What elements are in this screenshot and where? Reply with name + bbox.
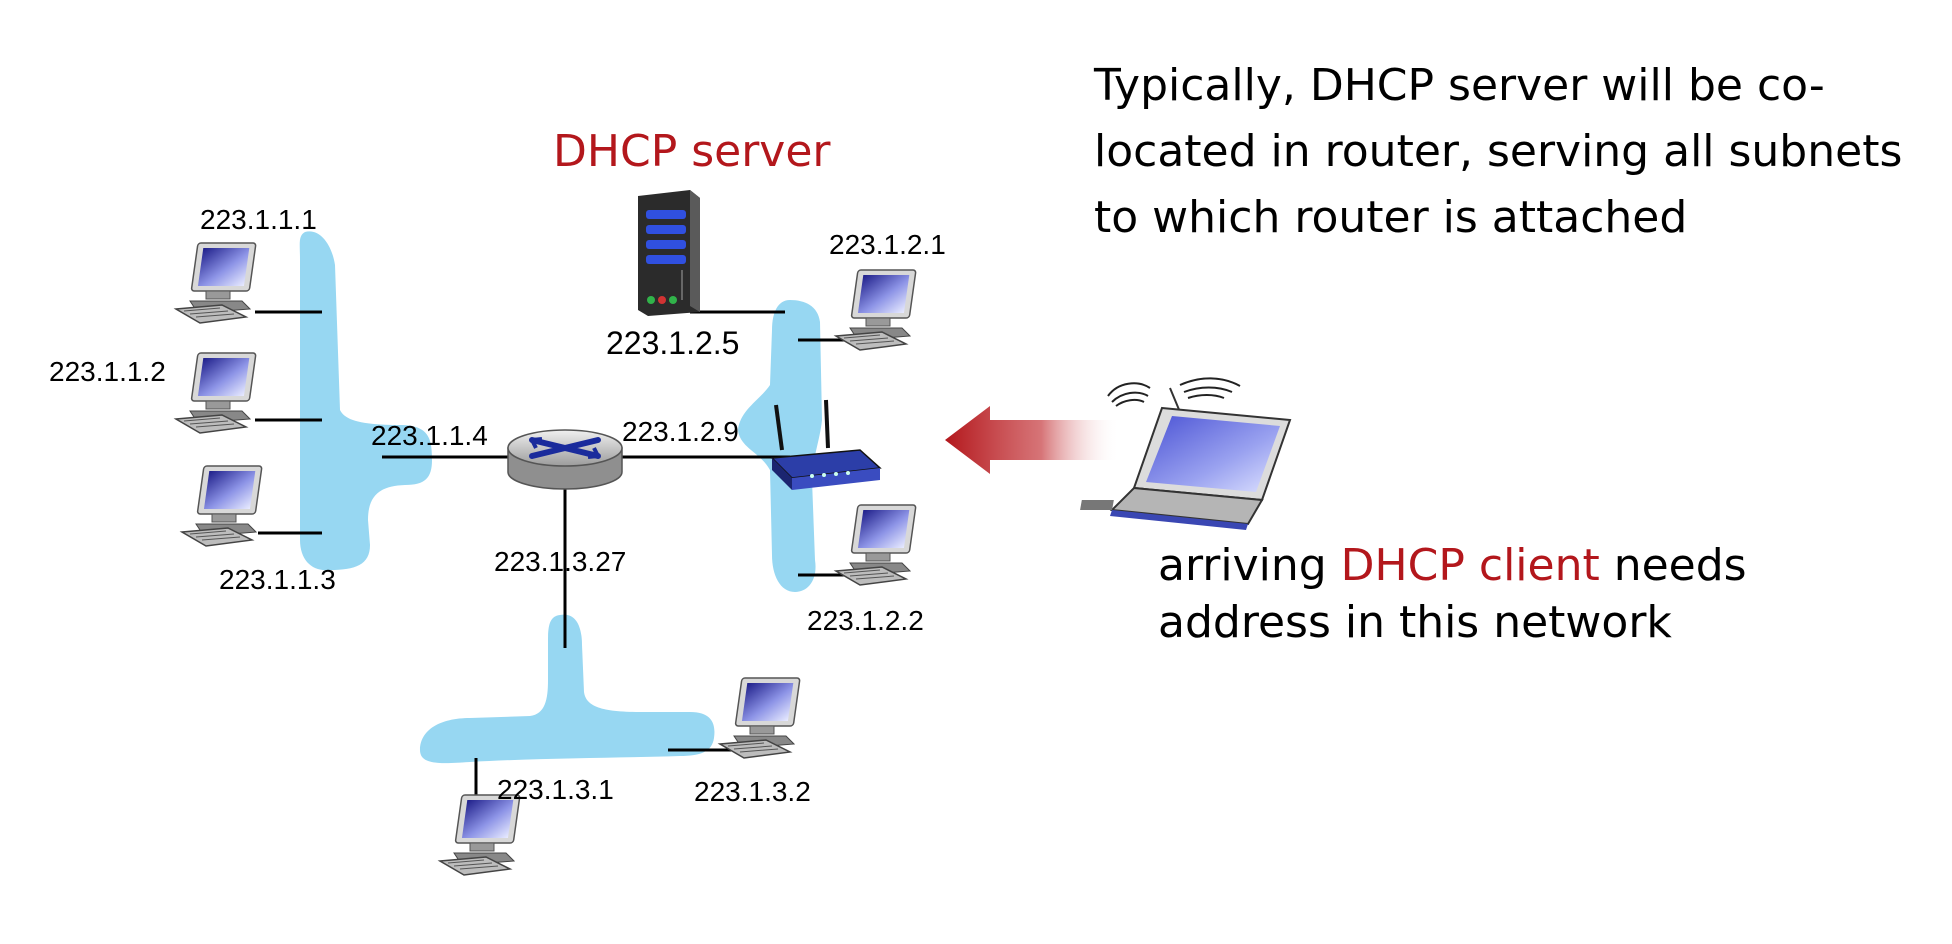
note-line-3: to which router is attached	[1094, 192, 1687, 243]
client-caption-line-2: address in this network	[1158, 597, 1672, 648]
note-line-2: located in router, serving all subnets	[1094, 126, 1902, 177]
note-line-1: Typically, DHCP server will be co-	[1093, 60, 1825, 111]
host-223-1-1-1-icon	[175, 242, 257, 324]
client-caption-suffix: needs	[1600, 540, 1747, 591]
dhcp-request-arrow	[945, 406, 1120, 474]
host-223-1-1-2-icon	[175, 352, 257, 434]
ip-label-223-1-2-1: 223.1.2.1	[829, 229, 946, 260]
host-223-1-3-1-icon	[439, 794, 521, 876]
host-223-1-1-3-icon	[181, 465, 263, 547]
host-223-1-2-2-icon	[835, 504, 917, 586]
client-caption-line-1: arriving DHCP client needs	[1158, 540, 1747, 591]
dhcp-server-title: DHCP server	[553, 126, 831, 177]
ip-label-223-1-2-9: 223.1.2.9	[622, 416, 739, 447]
router-icon	[507, 429, 623, 490]
ip-label-223-1-1-4: 223.1.1.4	[371, 420, 488, 451]
ip-label-223-1-1-3: 223.1.1.3	[219, 564, 336, 595]
laptop-client-icon	[1080, 377, 1292, 530]
ip-label-223-1-1-1: 223.1.1.1	[200, 204, 317, 235]
ip-label-223-1-3-27: 223.1.3.27	[494, 546, 626, 577]
subnet-1-shape	[299, 231, 432, 571]
client-caption-highlight: DHCP client	[1341, 540, 1600, 591]
client-caption-prefix: arriving	[1158, 540, 1341, 591]
host-223-1-3-2-icon	[719, 677, 801, 759]
ip-label-223-1-3-1: 223.1.3.1	[497, 774, 614, 805]
ip-label-223-1-1-2: 223.1.1.2	[49, 356, 166, 387]
subnet-3-shape	[420, 614, 715, 764]
ip-label-223-1-2-2: 223.1.2.2	[807, 605, 924, 636]
host-223-1-2-1-icon	[835, 269, 917, 351]
ip-label-223-1-3-2: 223.1.3.2	[694, 776, 811, 807]
ip-label-223-1-2-5: 223.1.2.5	[606, 325, 739, 361]
dhcp-server-icon	[638, 190, 700, 316]
wireless-access-point-icon	[770, 399, 882, 490]
